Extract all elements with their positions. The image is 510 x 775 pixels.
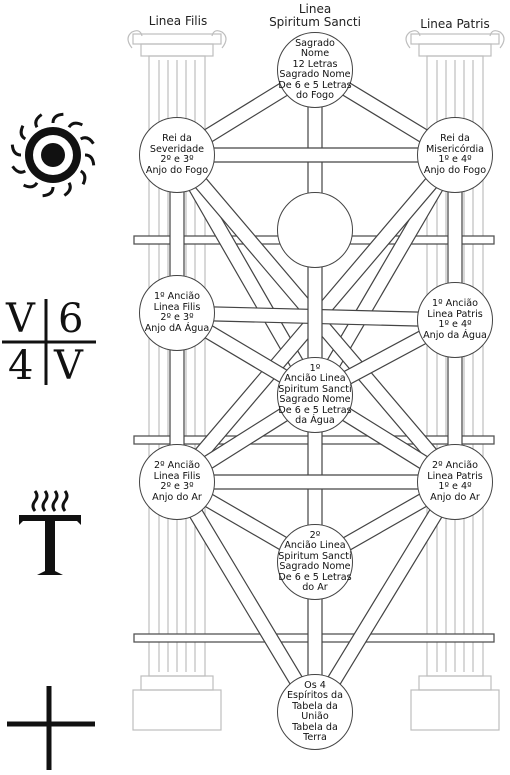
sun-ray — [63, 181, 72, 197]
pillar-volute-left — [405, 30, 421, 49]
pillar-base — [140, 675, 214, 691]
column-title-spiritum-line2: Spiritum Sancti — [269, 15, 361, 29]
sun-symbol-icon — [10, 112, 96, 198]
pillar-volute-left — [127, 30, 143, 49]
sephira-daath — [277, 192, 353, 268]
sun-ray — [79, 169, 87, 186]
water-tablet-glyph-4: V — [54, 343, 83, 389]
sephira-text-line: 2º Ancião — [153, 460, 200, 471]
sephira-text-line: Sagrado Nome — [279, 394, 351, 405]
sephira-text-line: 1º Ancião — [153, 291, 200, 302]
sephira-text-line: Anjo da Água — [423, 329, 487, 341]
sun-ray — [11, 165, 27, 174]
sephira-text-line: 1º — [309, 362, 321, 374]
sephira-text-line: 1º e 4º — [438, 319, 472, 330]
sephira-text-line: Os 4 — [304, 679, 326, 691]
sephira-text-line: De 6 e 5 Letras — [278, 404, 352, 416]
sephira-text-line: Anjo dA Água — [144, 322, 210, 334]
water-tablet-glyph-2: 6 — [58, 296, 84, 342]
sun-ray — [67, 121, 84, 129]
sun-ray — [10, 144, 22, 157]
sephira-text-line: 2º e 3º — [160, 481, 194, 492]
sephira-text-line: Anjo do Ar — [152, 491, 202, 503]
sephira-text-line: do Ar — [302, 582, 328, 593]
sephira-text-line: Spiritum Sancti — [278, 383, 352, 395]
sun-ray — [19, 124, 27, 141]
sephira-text-line: 2º — [309, 529, 321, 541]
sephira-text-line: da Água — [295, 415, 335, 426]
sephira-text-line: Tabela da União — [292, 700, 338, 722]
sun-ray — [22, 181, 39, 189]
sephira-text-line: Linea Filis — [153, 301, 201, 313]
sephira-text-line: Tabela da — [292, 721, 338, 733]
sephira-text-line: De 6 e 5 Letras — [278, 571, 352, 583]
sun-ray — [34, 113, 43, 129]
sephira-text-line: Espíritos da — [286, 690, 344, 701]
sun-ray — [84, 153, 96, 166]
pillar-abacus — [410, 33, 500, 45]
sephira-text-line: Ancião Linea — [284, 373, 346, 384]
sephira-text-line: Linea Patris — [427, 308, 483, 320]
sephira-text-line: Anjo do Fogo — [145, 164, 209, 176]
sephira-text-line: Terra — [303, 732, 327, 743]
water-tablet-glyph-3: 4 — [8, 343, 34, 389]
sephira-text-line: Sagrado Nome — [279, 561, 351, 572]
channel-rei-severidade-to-rei-misericordia — [176, 147, 456, 163]
pillar-base — [418, 675, 492, 691]
sephira-text-line: Misericórdia — [425, 143, 484, 155]
pillar-echinus — [140, 43, 214, 57]
sephira-text-line: 1º e 4º — [438, 481, 472, 492]
sephira-text-line: 2º e 3º — [160, 312, 194, 323]
sephira-text-line: Rei da — [440, 133, 470, 144]
cross-symbol-icon — [7, 686, 95, 770]
sephira-text-line: De 6 e 5 Letras — [278, 79, 352, 91]
pillar-echinus — [418, 43, 492, 57]
sephira-text-line: do Fogo — [295, 90, 334, 101]
sephira-text-line: 2º Ancião — [431, 460, 478, 471]
sephira-text-line: 1º e 4º — [438, 154, 472, 165]
sephira-text-line: Anjo do Ar — [430, 491, 480, 503]
water-tablet-glyph-1: V — [6, 296, 35, 342]
pillar-plinth — [132, 689, 222, 731]
sephira-text-line: Sagrado — [295, 37, 335, 49]
sephira-text-line: Ancião Linea — [284, 540, 346, 551]
tau-symbol-icon — [19, 490, 81, 575]
column-title-spiritum-line1: Linea — [298, 2, 332, 16]
sun-ray — [51, 112, 64, 124]
sun-ray — [79, 136, 95, 145]
pillar-volute-right — [211, 30, 227, 49]
sephira-text-line: Spiritum Sancti — [278, 550, 352, 562]
sephira-text-line: 2º e 3º — [160, 154, 194, 165]
sephira-text-line: Linea Filis — [153, 470, 201, 482]
column-title-patris: Linea Patris — [420, 17, 490, 31]
sephira-text-line: Severidade — [149, 143, 205, 155]
sephira-text-line: Sagrado Nome — [279, 69, 351, 80]
sephira-text-line: 12 Letras — [292, 58, 338, 70]
pillar-plinth — [410, 689, 500, 731]
sephira-text-line: Rei da — [162, 133, 192, 144]
channel-anciao-filis-ar-to-anciao-patris-ar — [176, 474, 456, 490]
sephira-text-line: 1º Ancião — [431, 298, 478, 309]
water-tablet-symbol-icon: V 6 4 V — [0, 295, 100, 390]
pillar-abacus — [132, 33, 222, 45]
sephira-text-line: Anjo do Fogo — [423, 164, 487, 176]
sephira-text-line: Linea Patris — [427, 470, 483, 482]
sun-ray — [42, 186, 55, 198]
pillar-volute-right — [489, 30, 505, 49]
sephira-text-line: Nome — [300, 48, 330, 59]
column-title-filis: Linea Filis — [148, 14, 208, 28]
